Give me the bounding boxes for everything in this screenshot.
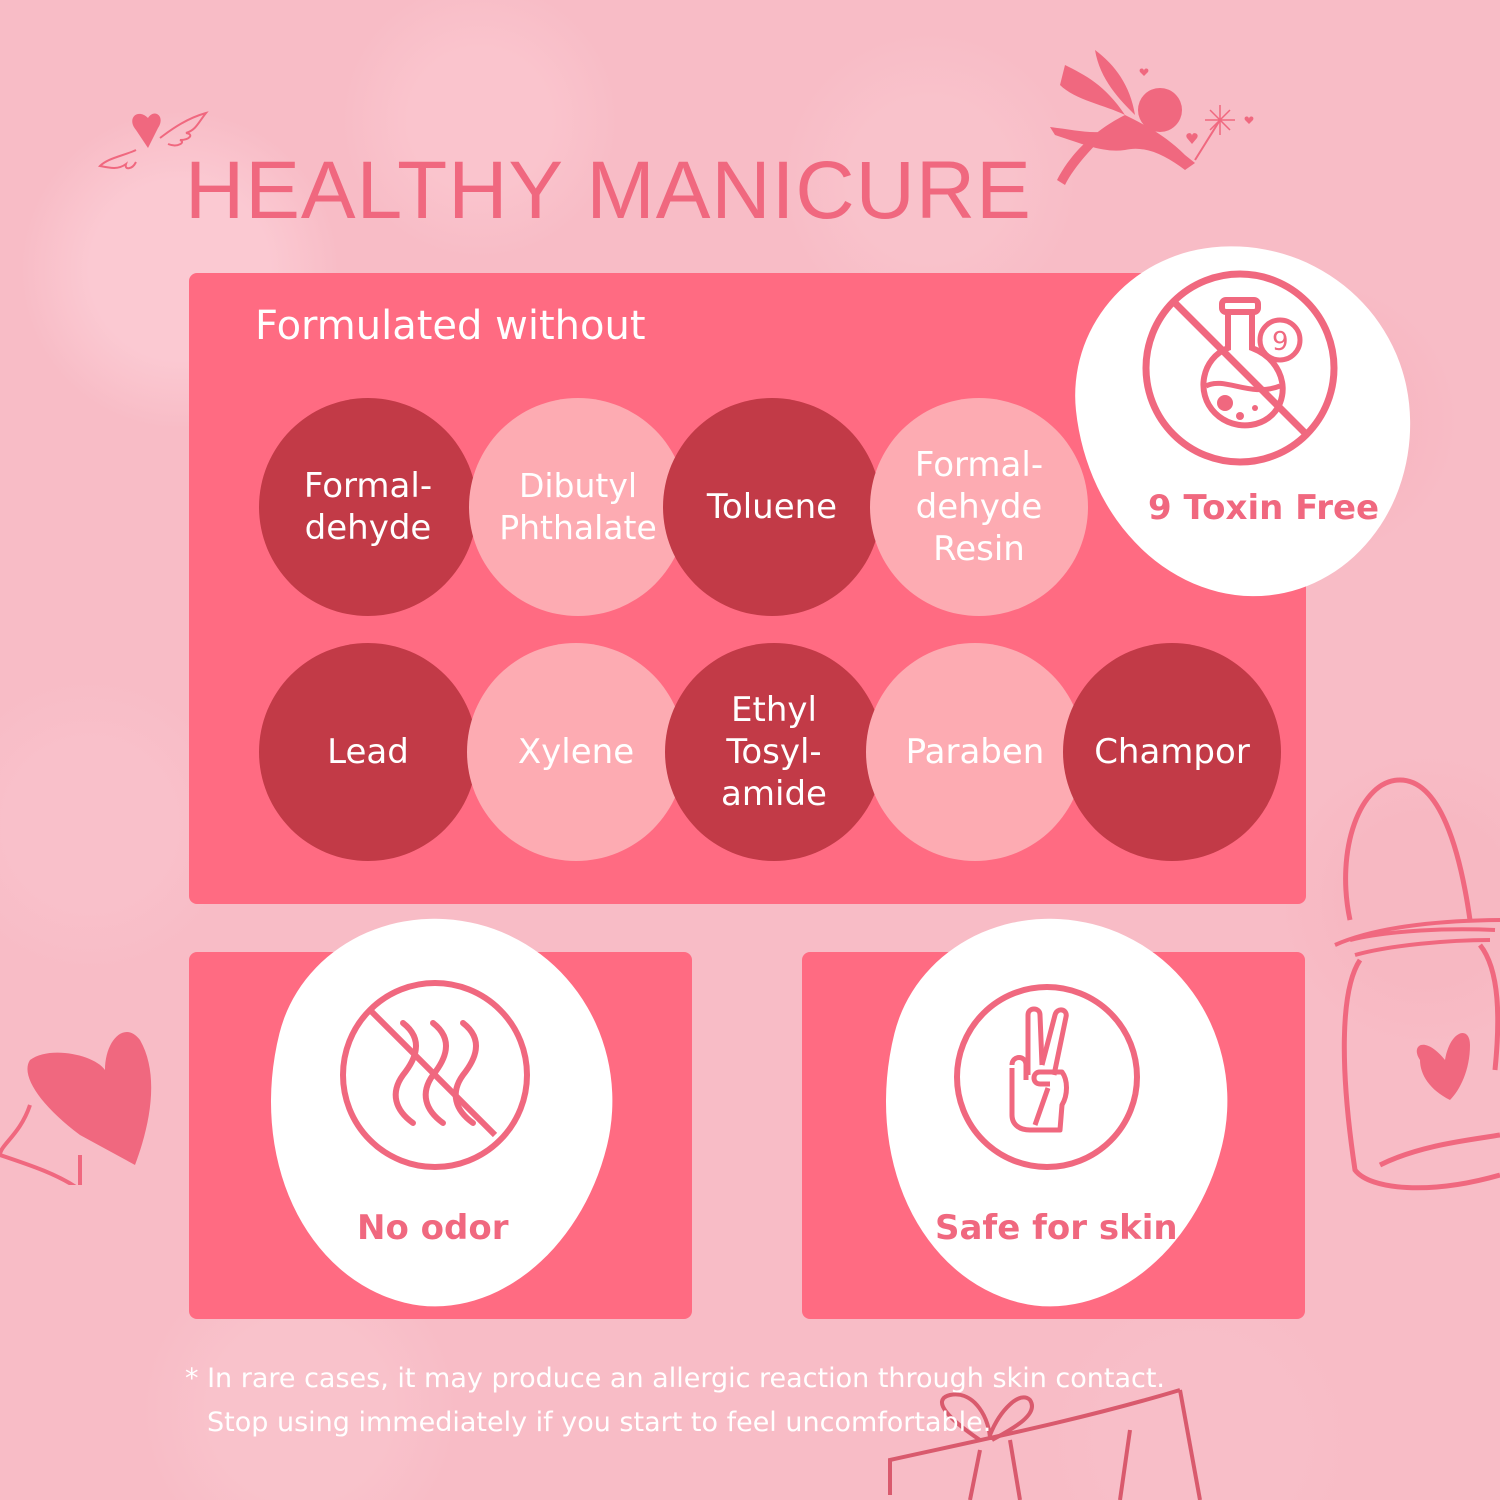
ingredient-label: Lead: [327, 732, 409, 772]
svg-text:9: 9: [1272, 327, 1289, 357]
ingredient-paraben: Paraben: [866, 643, 1084, 861]
ingredient-formaldehyde: Formal- dehyde: [259, 398, 477, 616]
ingredient-label: Formal- dehyde: [303, 466, 433, 548]
ingredient-label: Champor: [1094, 732, 1250, 772]
disclaimer-footnote: * In rare cases, it may produce an aller…: [185, 1357, 1165, 1445]
cupid-icon: [1050, 50, 1254, 185]
ingredient-ethyl-tosylamide: Ethyl Tosyl- amide: [665, 643, 883, 861]
ingredient-xylene: Xylene: [467, 643, 685, 861]
footnote-line-1: * In rare cases, it may produce an aller…: [185, 1363, 1166, 1394]
section-heading: Formulated without: [255, 303, 646, 349]
no-odor-label: No odor: [357, 1208, 509, 1248]
ingredient-label: Toluene: [706, 487, 838, 527]
ingredient-lead: Lead: [259, 643, 477, 861]
no-chemical-flask-icon: 9: [1142, 270, 1338, 466]
ingredient-toluene: Toluene: [663, 398, 881, 616]
hearts-doodle-icon: [0, 1031, 152, 1185]
ingredient-label: Ethyl Tosyl- amide: [721, 690, 827, 814]
ingredient-label: Formal- dehyde Resin: [914, 445, 1044, 569]
winged-heart-icon: [98, 111, 209, 170]
safe-for-skin-label: Safe for skin: [935, 1208, 1178, 1248]
ingredient-formaldehyde-resin: Formal- dehyde Resin: [870, 398, 1088, 616]
ingredient-label: Xylene: [517, 732, 635, 772]
ingredient-champor: Champor: [1063, 643, 1281, 861]
jar-with-heart-icon: [1334, 777, 1500, 1191]
peace-hand-icon: [954, 984, 1140, 1170]
footnote-line-2: Stop using immediately if you start to f…: [207, 1407, 992, 1438]
gift-box-doodle-icon: [888, 1388, 1202, 1500]
ingredient-label: Paraben: [905, 732, 1045, 772]
toxin-free-label: 9 Toxin Free: [1148, 488, 1380, 528]
no-odor-waves-icon: [340, 980, 530, 1170]
ingredient-dibutyl-phthalate: Dibutyl Phthalate: [469, 398, 687, 616]
page-title: HEALTHY MANICURE: [185, 145, 1032, 236]
ingredient-label: Dibutyl Phthalate: [499, 466, 657, 547]
